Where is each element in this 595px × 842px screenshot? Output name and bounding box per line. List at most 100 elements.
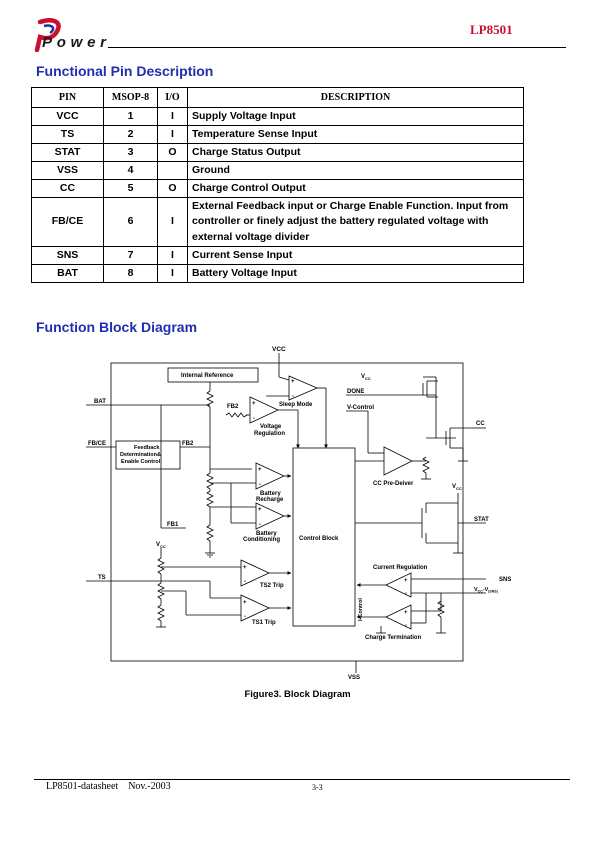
vreg-plus: + xyxy=(252,401,256,407)
col-msop8: MSOP-8 xyxy=(103,87,158,108)
label-vcc-top: VCC xyxy=(361,374,371,381)
pin-description: Ground xyxy=(187,161,524,180)
cc-predriver-amp xyxy=(383,446,413,476)
ts1-trip-comparator xyxy=(240,594,270,622)
pin-name: SNS xyxy=(31,246,104,265)
label-batt-cond1: Battery xyxy=(256,531,277,537)
col-description: DESCRIPTION xyxy=(187,87,524,108)
pin-description: Current Sense Input xyxy=(187,246,524,265)
pin-description: Charge Status Output xyxy=(187,143,524,162)
label-internal-ref: Internal Reference xyxy=(181,373,234,379)
col-pin: PIN xyxy=(31,87,104,108)
internal-reference-box xyxy=(167,367,259,383)
pin-description: Temperature Sense Input xyxy=(187,125,524,144)
table-row: FB/CE 6 I External Feedback input or Cha… xyxy=(31,197,524,247)
label-current-reg: Current Regulation xyxy=(373,565,428,571)
pin-number: 6 xyxy=(103,197,158,247)
label-vcc-left: VCC xyxy=(156,542,166,549)
pin-io xyxy=(157,161,188,180)
header-rule xyxy=(108,47,566,48)
cond-minus: - xyxy=(259,522,261,528)
voltage-regulation-amp xyxy=(249,396,279,424)
power-logo: Power xyxy=(34,18,107,52)
pin-io: I xyxy=(157,107,188,126)
pin-description: External Feedback input or Charge Enable… xyxy=(187,197,524,247)
sleep-mode-comparator xyxy=(288,375,319,401)
diagram-frame xyxy=(110,362,464,662)
label-control-block: Control Block xyxy=(299,536,339,542)
label-fbce: FB/CE xyxy=(88,441,106,447)
pin-name: FB/CE xyxy=(31,197,104,247)
pin-description: Supply Voltage Input xyxy=(187,107,524,126)
logo-text: Power xyxy=(42,34,107,51)
col-io: I/O xyxy=(157,87,188,108)
pin-name: CC xyxy=(31,179,104,198)
pin-table: PIN MSOP-8 I/O DESCRIPTION VCC 1 I Suppl… xyxy=(31,87,524,283)
label-voltage-reg2: Regulation xyxy=(254,431,285,437)
label-vcc-right: VCC xyxy=(452,484,462,491)
label-batt-recharge1: Battery xyxy=(260,491,281,497)
label-fb2-top: FB2 xyxy=(227,404,239,410)
label-batt-recharge2: Recharge xyxy=(256,497,284,503)
label-voltage-reg: Voltage xyxy=(260,424,282,430)
label-batt-cond2: Conditioning xyxy=(243,537,280,543)
creg-plus: + xyxy=(404,578,408,584)
term-plus: + xyxy=(404,610,408,616)
battery-recharge-comparator xyxy=(255,462,285,490)
pin-io: I xyxy=(157,264,188,283)
pin-name: STAT xyxy=(31,143,104,162)
control-block xyxy=(292,447,356,627)
pin-description: Charge Control Output xyxy=(187,179,524,198)
pin-io: I xyxy=(157,246,188,265)
label-feedback2: Determination& xyxy=(120,452,161,458)
pin-name: VCC xyxy=(31,107,104,126)
label-fb2-left: FB2 xyxy=(182,441,194,447)
label-ts1-trip: TS1 Trip xyxy=(252,620,276,626)
pin-number: 1 xyxy=(103,107,158,126)
footer-doc-info: LP8501-datasheet Nov.-2003 xyxy=(46,781,171,792)
pin-io: I xyxy=(157,125,188,144)
ts2-minus: - xyxy=(244,579,246,585)
pin-io: O xyxy=(157,143,188,162)
ts1-minus: - xyxy=(244,614,246,620)
figure-caption: Figure3. Block Diagram xyxy=(244,689,351,700)
label-icontrol: I-Control xyxy=(358,598,364,621)
label-vcc-vsns: VCC-V(SNS) xyxy=(474,587,498,594)
block-section-title: Function Block Diagram xyxy=(36,319,198,335)
label-vss: VSS xyxy=(348,675,360,681)
table-row: VCC 1 I Supply Voltage Input xyxy=(31,107,524,126)
pin-description: Battery Voltage Input xyxy=(187,264,524,283)
recharge-plus: + xyxy=(258,467,262,473)
label-vcc: VCC xyxy=(272,346,286,353)
label-fb1: FB1 xyxy=(167,522,179,528)
table-row: STAT 3 O Charge Status Output xyxy=(31,143,524,162)
pin-number: 8 xyxy=(103,264,158,283)
table-row: BAT 8 I Battery Voltage Input xyxy=(31,264,524,283)
pin-number: 2 xyxy=(103,125,158,144)
pin-io: I xyxy=(157,197,188,247)
sleep-plus: + xyxy=(291,379,295,385)
footer-page-number: 3-3 xyxy=(312,783,323,792)
label-bat: BAT xyxy=(94,399,106,405)
label-stat: STAT xyxy=(474,517,489,523)
label-vcontrol: V-Control xyxy=(347,405,374,411)
label-feedback1: Feedback xyxy=(134,445,160,451)
ts2-trip-comparator xyxy=(240,559,270,587)
part-number: LP8501 xyxy=(470,22,513,37)
vreg-minus: - xyxy=(253,416,255,422)
table-row: TS 2 I Temperature Sense Input xyxy=(31,125,524,144)
pin-table-header: PIN MSOP-8 I/O DESCRIPTION xyxy=(31,87,524,108)
pin-name: BAT xyxy=(31,264,104,283)
label-ts: TS xyxy=(98,575,106,581)
pin-io: O xyxy=(157,179,188,198)
label-sleep-mode: Sleep Mode xyxy=(279,402,313,408)
label-done: DONE xyxy=(347,389,364,395)
table-row: VSS 4 Ground xyxy=(31,161,524,180)
creg-minus: - xyxy=(405,591,407,597)
block-diagram: VCC Internal Reference Sleep Mode VCC DO… xyxy=(86,346,511,681)
current-regulation-amp xyxy=(385,572,412,598)
sleep-minus: - xyxy=(292,394,294,400)
label-cc: CC xyxy=(476,421,485,427)
pin-section-title: Functional Pin Description xyxy=(36,63,214,79)
